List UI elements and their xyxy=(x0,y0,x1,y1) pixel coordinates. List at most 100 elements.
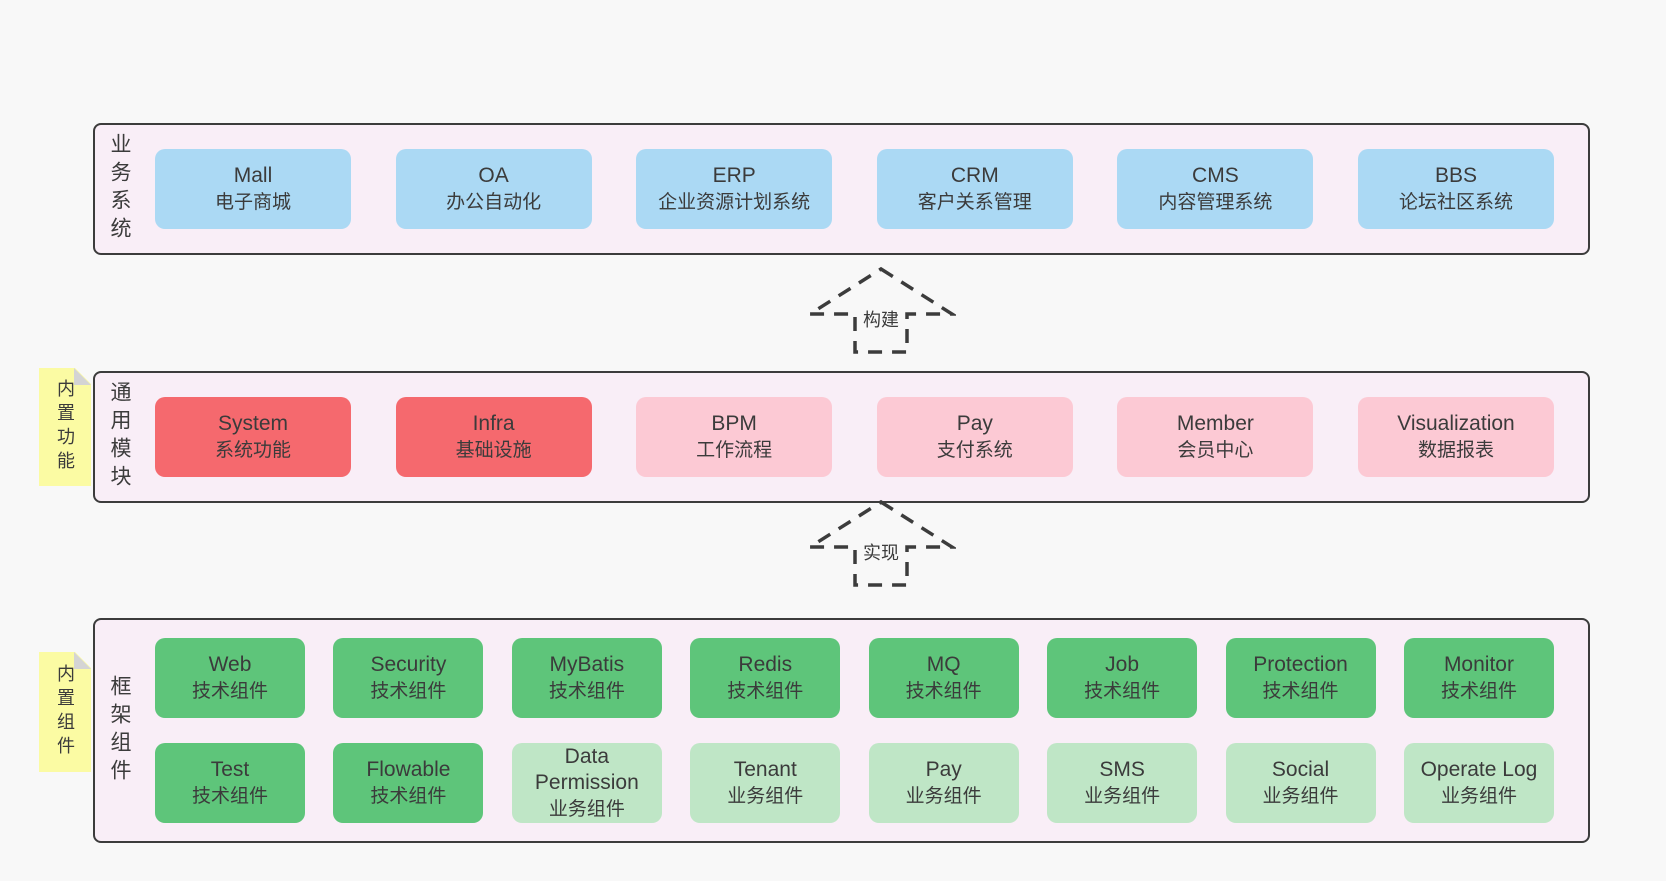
box-subtitle: 技术组件 xyxy=(727,681,804,703)
box-title: CMS xyxy=(1192,163,1239,187)
box-title: ERP xyxy=(712,163,756,187)
box-subtitle: 技术组件 xyxy=(370,786,447,808)
box-title: Flowable xyxy=(366,757,451,781)
layer-business-systems: 业务系统 Mall 电子商城 OA 办公自动化 ERP 企业资源计划系统 CRM… xyxy=(93,123,1590,255)
up-arrow-dashed-icon xyxy=(806,499,956,587)
arrow-label: 实现 xyxy=(859,539,903,565)
box-subtitle: 技术组件 xyxy=(1084,681,1161,703)
arrow-implement: 实现 xyxy=(806,497,956,589)
box-subtitle: 技术组件 xyxy=(1440,681,1517,703)
box-mall: Mall 电子商城 xyxy=(155,149,351,229)
box-subtitle: 业务组件 xyxy=(548,799,625,821)
box-title: Test xyxy=(210,757,250,781)
box-cms: CMS 内容管理系统 xyxy=(1117,149,1314,229)
box-social: Social 业务组件 xyxy=(1225,743,1376,823)
box-subtitle: 业务组件 xyxy=(1084,786,1161,808)
box-bbs: BBS 论坛社区系统 xyxy=(1357,149,1554,229)
box-title: Social xyxy=(1271,757,1330,781)
box-subtitle: 技术组件 xyxy=(1262,681,1339,703)
box-subtitle: 业务组件 xyxy=(1262,786,1339,808)
box-protection: Protection 技术组件 xyxy=(1225,638,1376,718)
box-crm: CRM 客户关系管理 xyxy=(876,149,1073,229)
business-systems-row: Mall 电子商城 OA 办公自动化 ERP 企业资源计划系统 CRM 客户关系… xyxy=(155,149,1554,229)
box-subtitle: 论坛社区系统 xyxy=(1398,192,1513,214)
box-subtitle: 基础设施 xyxy=(455,440,532,462)
box-infra: Infra 基础设施 xyxy=(395,397,592,477)
framework-components-row-1: Web 技术组件 Security 技术组件 MyBatis 技术组件 Redi… xyxy=(155,638,1554,718)
note-label: 内置组件 xyxy=(55,664,75,760)
box-member: Member 会员中心 xyxy=(1117,397,1314,477)
box-title: Job xyxy=(1105,652,1140,676)
box-title: Pay xyxy=(925,757,962,781)
layer-label: 通用模块 xyxy=(108,381,131,493)
box-subtitle: 内容管理系统 xyxy=(1158,192,1273,214)
box-title: BBS xyxy=(1434,163,1477,187)
box-subtitle: 技术组件 xyxy=(370,681,447,703)
box-title: Protection xyxy=(1253,652,1348,676)
box-subtitle: 电子商城 xyxy=(214,192,291,214)
box-tenant: Tenant 业务组件 xyxy=(690,743,841,823)
note-built-in-features: 内置功能 xyxy=(39,367,92,486)
box-title: Tenant xyxy=(733,757,797,781)
box-data-permission: Data Permission 业务组件 xyxy=(511,743,662,823)
box-subtitle: 技术组件 xyxy=(191,786,268,808)
layer-label: 框架组件 xyxy=(108,674,131,787)
box-subtitle: 数据报表 xyxy=(1417,440,1494,462)
layer-common-modules: 通用模块 System 系统功能 Infra 基础设施 BPM 工作流程 Pay… xyxy=(93,371,1590,503)
box-subtitle: 企业资源计划系统 xyxy=(658,192,811,214)
box-operate-log: Operate Log 业务组件 xyxy=(1403,743,1554,823)
box-erp: ERP 企业资源计划系统 xyxy=(636,149,833,229)
common-modules-row: System 系统功能 Infra 基础设施 BPM 工作流程 Pay 支付系统… xyxy=(155,397,1554,477)
box-oa: OA 办公自动化 xyxy=(395,149,592,229)
box-redis: Redis 技术组件 xyxy=(690,638,841,718)
box-title: Redis xyxy=(738,652,793,676)
box-subtitle: 工作流程 xyxy=(696,440,773,462)
box-title: System xyxy=(217,411,288,435)
box-subtitle: 支付系统 xyxy=(936,440,1013,462)
arrow-build: 构建 xyxy=(806,264,956,356)
box-web: Web 技术组件 xyxy=(155,638,305,718)
box-title: Infra xyxy=(472,411,515,435)
layer-framework-components: 框架组件 Web 技术组件 Security 技术组件 MyBatis 技术组件… xyxy=(93,618,1590,843)
box-security: Security 技术组件 xyxy=(333,638,484,718)
framework-components-row-2: Test 技术组件 Flowable 技术组件 Data Permission … xyxy=(155,743,1554,823)
box-title: Mall xyxy=(233,163,273,187)
box-subtitle: 业务组件 xyxy=(727,786,804,808)
box-title: CRM xyxy=(950,163,999,187)
box-mq: MQ 技术组件 xyxy=(868,638,1019,718)
box-subtitle: 技术组件 xyxy=(191,681,268,703)
box-title: Web xyxy=(208,652,252,676)
box-subtitle: 技术组件 xyxy=(905,681,982,703)
box-monitor: Monitor 技术组件 xyxy=(1403,638,1554,718)
box-pay-component: Pay 业务组件 xyxy=(868,743,1019,823)
box-title: Monitor xyxy=(1443,652,1514,676)
box-sms: SMS 业务组件 xyxy=(1047,743,1198,823)
note-label: 内置功能 xyxy=(55,379,75,475)
box-mybatis: MyBatis 技术组件 xyxy=(511,638,662,718)
box-title: MQ xyxy=(926,652,961,676)
box-subtitle: 业务组件 xyxy=(1440,786,1517,808)
arrow-label: 构建 xyxy=(859,306,903,332)
box-title: Visualization xyxy=(1397,411,1515,435)
box-subtitle: 办公自动化 xyxy=(446,192,542,214)
box-system: System 系统功能 xyxy=(155,397,351,477)
box-title: MyBatis xyxy=(549,652,625,676)
box-subtitle: 会员中心 xyxy=(1177,440,1254,462)
box-flowable: Flowable 技术组件 xyxy=(333,743,484,823)
note-built-in-components: 内置组件 xyxy=(39,651,92,772)
box-title: Member xyxy=(1176,411,1254,435)
box-title: OA xyxy=(478,163,509,187)
box-title: SMS xyxy=(1099,757,1145,781)
box-title: BPM xyxy=(711,411,757,435)
box-test: Test 技术组件 xyxy=(155,743,305,823)
box-subtitle: 业务组件 xyxy=(905,786,982,808)
box-title: Operate Log xyxy=(1420,757,1538,781)
box-subtitle: 技术组件 xyxy=(548,681,625,703)
box-subtitle: 客户关系管理 xyxy=(917,192,1032,214)
box-title: Security xyxy=(370,652,447,676)
box-subtitle: 系统功能 xyxy=(214,440,291,462)
box-job: Job 技术组件 xyxy=(1047,638,1198,718)
box-visualization: Visualization 数据报表 xyxy=(1357,397,1554,477)
box-title: Pay xyxy=(956,411,993,435)
up-arrow-dashed-icon xyxy=(806,266,956,354)
